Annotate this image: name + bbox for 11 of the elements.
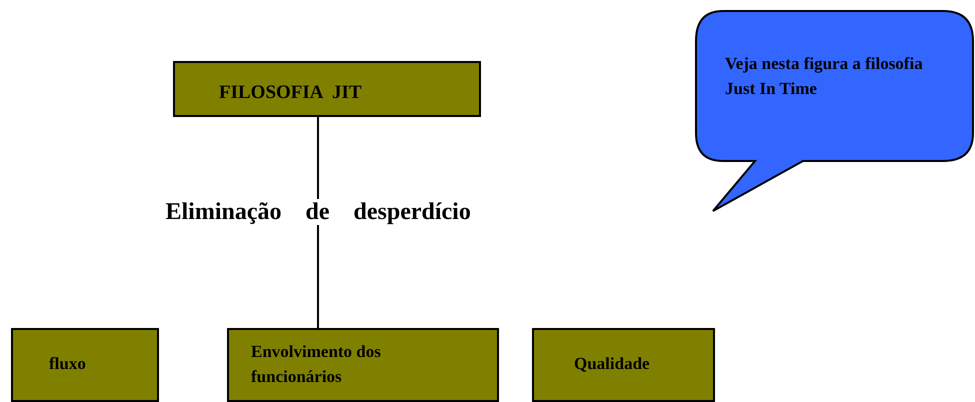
process-box [227, 328, 499, 402]
box-label: FILOSOFIA JIT [219, 81, 362, 105]
box-label: Envolvimento dos funcionários [251, 341, 382, 388]
process-box [11, 328, 159, 402]
box-label: Qualidade [574, 353, 650, 375]
process-box [532, 328, 715, 402]
process-box [173, 61, 481, 117]
callout-text: Veja nesta figura a filosofia Just In Time [725, 53, 924, 100]
connector-line [317, 117, 319, 328]
edge-label: Eliminação de desperdício [166, 199, 471, 226]
box-label: fluxo [49, 353, 86, 375]
